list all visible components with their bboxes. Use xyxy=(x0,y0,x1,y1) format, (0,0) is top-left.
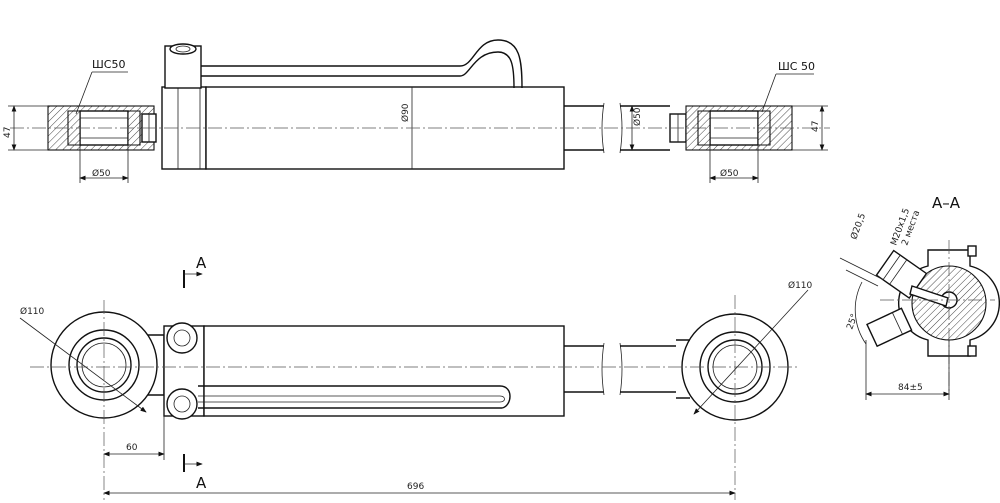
section-aa: A–A Ø20,5 M20x1,5 2 места xyxy=(839,194,1000,400)
dim-length-696: 696 xyxy=(103,482,736,496)
dim-height-left-text: 47 xyxy=(3,127,13,138)
section-mark-bottom-text: A xyxy=(196,474,207,492)
dim-bore-right: Ø50 xyxy=(709,145,759,183)
section-title: A–A xyxy=(932,194,961,212)
section-mark-top-text: A xyxy=(196,254,207,272)
dim-bore-right-text: Ø50 xyxy=(720,168,739,179)
section-mark-top: A xyxy=(183,254,207,288)
dim-offset-60-text: 60 xyxy=(126,443,138,453)
dim-height-left: 47 xyxy=(3,105,48,151)
cylinder-head xyxy=(163,322,205,420)
dim-bore-left-text: Ø50 xyxy=(92,168,111,179)
dim-rod-text: Ø50 xyxy=(632,107,643,126)
cylinder-body-top xyxy=(161,39,565,170)
dim-length-696-text: 696 xyxy=(407,482,424,492)
dim-thread: M20x1,5 2 места xyxy=(889,207,922,247)
top-view: 47 47 Ø50 Ø50 Ø50 Ø90 ШС50 xyxy=(3,39,830,183)
dim-section-width: 84±5 xyxy=(865,340,950,400)
dim-angle: 25° xyxy=(845,281,867,345)
dim-height-right-text: 47 xyxy=(811,121,821,132)
dim-eye-left-text: Ø110 xyxy=(20,306,45,317)
dim-eye-right-text: Ø110 xyxy=(788,280,813,291)
left-eye-section xyxy=(47,105,157,151)
bearing-label-right: ШС 50 xyxy=(761,60,815,113)
front-view: A A Ø110 Ø110 60 696 xyxy=(19,254,813,500)
dim-body-text: Ø90 xyxy=(400,103,411,122)
dim-eye-left: Ø110 xyxy=(19,306,147,413)
dim-rod: Ø50 xyxy=(629,105,643,151)
bearing-right-text: ШС 50 xyxy=(778,60,815,73)
dim-port-text: Ø20,5 xyxy=(848,212,868,241)
bearing-left-text: ШС50 xyxy=(92,58,125,71)
section-mark-bottom: A xyxy=(183,454,207,492)
piston-rod-front xyxy=(564,339,690,399)
dim-eye-right: Ø110 xyxy=(693,280,813,415)
bearing-label-left: ШС50 xyxy=(75,58,128,115)
cylinder-body-front xyxy=(198,325,565,417)
left-eye xyxy=(50,311,165,419)
dim-body: Ø90 xyxy=(400,103,411,122)
dim-height-right: 47 xyxy=(792,105,828,151)
dim-offset-60: 60 xyxy=(103,410,165,460)
dim-bore-left: Ø50 xyxy=(79,145,129,183)
dim-section-width-text: 84±5 xyxy=(898,383,923,393)
